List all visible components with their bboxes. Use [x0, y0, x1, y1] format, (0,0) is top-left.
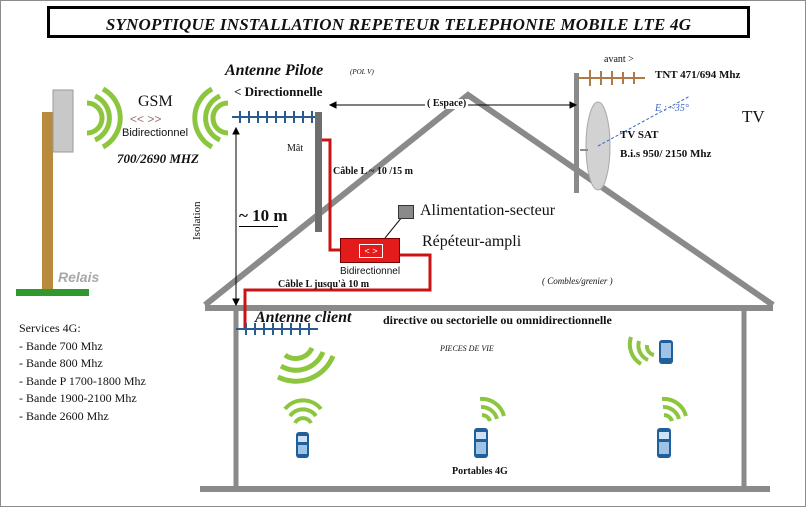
gsm-label: GSM: [138, 93, 173, 110]
mast-label: Mât: [287, 143, 304, 154]
relay-label: Relais: [58, 269, 100, 285]
relay-tower: [16, 89, 89, 296]
services-title: Services 4G:: [19, 321, 81, 335]
relay-mast: [42, 112, 53, 292]
service-item: - Bande 1900-2100 Mhz: [19, 391, 137, 405]
attic-label: ( Combles/grenier ): [542, 276, 613, 286]
pilot-antenna-icon: [232, 111, 322, 123]
client-cable-label: Câble L jusqu'à 10 m: [278, 279, 370, 290]
relay-antenna-panel: [52, 89, 74, 153]
service-item: - Bande 700 Mhz: [19, 338, 103, 353]
client-antenna-desc: directive ou sectorielle ou omnidirectio…: [383, 313, 612, 327]
tnt-direction: avant >: [604, 54, 634, 65]
title-box: SYNOPTIQUE INSTALLATION REPETEUR TELEPHO…: [47, 6, 750, 38]
service-item: - Bande 800 Mhz: [19, 356, 103, 370]
phone-icon: [296, 432, 309, 458]
power-supply-icon: [398, 205, 414, 219]
bis-label: B.i.s 950/ 2150 Mhz: [620, 148, 712, 160]
client-cable: [243, 253, 432, 330]
client-antenna-icon: [236, 323, 318, 335]
relay-waves-icon: [86, 86, 123, 150]
tv-label: TV: [742, 107, 765, 126]
tv-mast: [574, 73, 579, 193]
satellite-dish-icon: [580, 95, 691, 191]
pilot-polarization: (POL V): [350, 68, 374, 76]
house: [200, 91, 775, 492]
living-rooms-label: PIECES DE VIE: [440, 344, 494, 353]
tv-sat-label: TV SAT: [620, 129, 659, 141]
pilot-type: < Directionnelle: [234, 84, 323, 99]
phone-waves-icon: [479, 396, 506, 422]
relay-mode: Bidirectionnel: [122, 127, 189, 139]
phones-label: Portables 4G: [452, 466, 508, 477]
relay-ground: [16, 289, 89, 296]
pilot-mast: [315, 112, 322, 232]
isolation-label: Isolation: [191, 201, 203, 241]
client-waves-icon: [276, 346, 336, 384]
phone-waves-icon: [283, 398, 323, 425]
repeater-arrows: < >: [359, 244, 383, 258]
service-item: - Bande 2600 Mhz: [19, 408, 109, 423]
distance-underline: [239, 226, 278, 227]
pilot-waves-icon: [192, 86, 229, 150]
tnt-antenna-icon: [578, 70, 645, 86]
phone-icon: [657, 428, 671, 458]
pilot-antenna-title: Antenne Pilote: [225, 62, 324, 79]
space-label: ( Espace): [425, 98, 469, 109]
client-antenna-title: Antenne client: [255, 309, 352, 326]
repeater-label: Répéteur-ampli: [422, 233, 522, 250]
service-item: - Bande P 1700-1800 Mhz: [19, 373, 146, 388]
pilot-cable: [322, 138, 340, 252]
relay-arrows: << >>: [130, 112, 162, 126]
phone-icon: [474, 428, 488, 458]
diagram-title: SYNOPTIQUE INSTALLATION REPETEUR TELEPHO…: [105, 15, 692, 34]
power-supply-label: Alimentation-secteur: [420, 202, 556, 219]
isolation-arrow: [232, 126, 240, 307]
phone-waves-icon: [661, 396, 688, 422]
repeater-amplifier: < >: [340, 238, 400, 263]
pilot-cable-label: Câble L ~ 10 /15 m: [333, 166, 413, 177]
services-list: Services 4G: - Bande 700 Mhz - Bande 800…: [19, 320, 146, 425]
tnt-label: TNT 471/694 Mhz: [655, 69, 741, 81]
relay-frequency: 700/2690 MHZ: [117, 151, 199, 166]
dish-elevation: E : ~35°: [655, 103, 689, 114]
phone-waves-icon: [627, 336, 655, 366]
distance-label: ~ 10 m: [239, 206, 288, 225]
repeater-mode: Bidirectionnel: [340, 266, 401, 277]
phone-icon: [659, 340, 673, 364]
